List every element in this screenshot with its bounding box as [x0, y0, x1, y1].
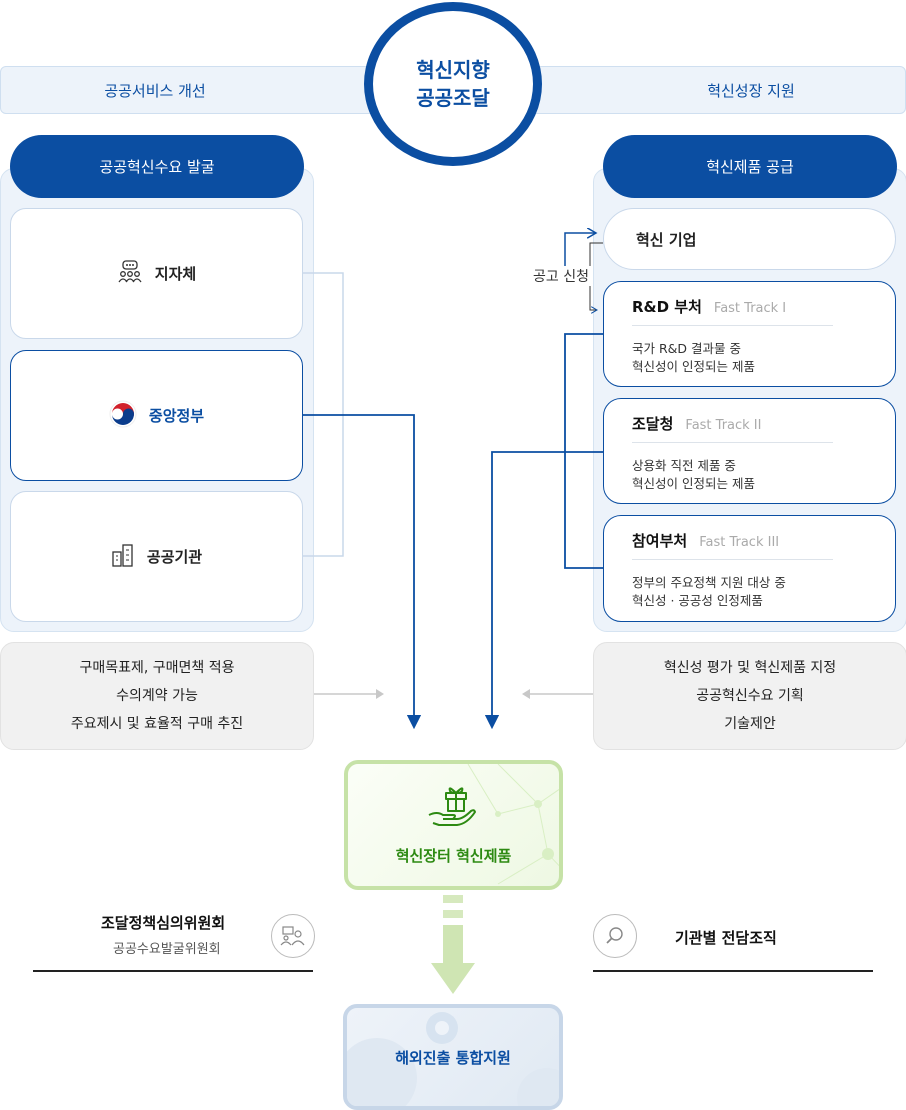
- track-desc-line: 정부의 주요정책 지원 대상 중: [632, 575, 786, 590]
- policy-committee-row: 조달정책심의위원회 공공수요발굴위원회: [33, 910, 315, 972]
- track-divider: [632, 325, 833, 326]
- local-government-card: 지자체: [10, 208, 303, 339]
- central-government-label: 중앙정부: [148, 407, 205, 425]
- network-decoration: [467, 764, 559, 885]
- innovation-market-label: 혁신장터 혁신제품: [395, 846, 512, 865]
- overseas-support-label: 해외진출 통합지원: [395, 1048, 511, 1067]
- innovation-growth-bar: 혁신성장 지원: [486, 66, 906, 114]
- globe-decoration: [347, 1012, 559, 1106]
- notice-application-label: 공고 신청: [531, 266, 591, 286]
- gift-hand-icon: [427, 785, 481, 831]
- policy-committee-subtitle: 공공수요발굴위원회: [113, 942, 221, 957]
- innovation-growth-label: 혁신성장 지원: [707, 81, 795, 100]
- dedicated-org-title: 기관별 전담조직: [675, 929, 777, 947]
- policy-committee-title: 조달정책심의위원회: [101, 914, 226, 932]
- track-divider: [632, 442, 833, 443]
- track-desc-line: 국가 R&D 결과물 중: [632, 341, 741, 356]
- buildings-icon: [111, 542, 135, 572]
- benefit-line: 수의계약 가능: [116, 688, 198, 704]
- public-institution-label: 공공기관: [146, 548, 203, 566]
- track-desc-line: 상용화 직전 제품 중: [632, 458, 736, 473]
- demand-discovery-label: 공공혁신수요 발굴: [99, 158, 215, 176]
- innovation-market-box: 혁신장터 혁신제품: [344, 760, 563, 890]
- public-service-label: 공공서비스 개선: [104, 81, 206, 100]
- track-title: 참여부처: [632, 532, 688, 550]
- track-subtitle: Fast Track II: [685, 418, 762, 433]
- track-description: 정부의 주요정책 지원 대상 중 혁신성 · 공공성 인정제품: [632, 574, 786, 610]
- innovation-evaluation-box: 혁신성 평가 및 혁신제품 지정 공공혁신수요 기획 기술제안: [593, 642, 906, 750]
- taegeuk-emblem-icon: [109, 400, 137, 432]
- dedicated-org-row: 기관별 전담조직: [593, 910, 873, 972]
- track-title: R&D 부처: [632, 298, 702, 316]
- people-group-icon: [117, 259, 143, 288]
- track-desc-line: 혁신성이 인정되는 제품: [632, 476, 755, 491]
- track-subtitle: Fast Track I: [713, 301, 787, 316]
- procurement-benefits-box: 구매목표제, 구매면책 적용 수의계약 가능 주요제시 및 효율적 구매 추진: [0, 642, 314, 750]
- product-supply-label: 혁신제품 공급: [706, 158, 794, 176]
- evaluation-line: 기술제안: [724, 716, 776, 732]
- benefit-line: 주요제시 및 효율적 구매 추진: [70, 716, 244, 732]
- overseas-support-box: 해외진출 통합지원: [343, 1004, 563, 1110]
- center-title-line1: 혁신지향: [416, 58, 490, 82]
- center-title-circle: 혁신지향 공공조달: [364, 2, 542, 166]
- public-institution-card: 공공기관: [10, 491, 303, 622]
- benefit-line: 구매목표제, 구매면책 적용: [79, 660, 235, 676]
- track-divider: [632, 559, 833, 560]
- evaluation-line: 혁신성 평가 및 혁신제품 지정: [663, 660, 837, 676]
- track-subtitle: Fast Track III: [699, 535, 780, 550]
- track-desc-line: 혁신성 · 공공성 인정제품: [632, 593, 763, 608]
- meeting-icon: [271, 914, 315, 958]
- center-title-line2: 공공조달: [416, 86, 490, 110]
- central-government-card: 중앙정부: [10, 350, 303, 481]
- track-card-pps: 조달청 Fast Track II 상용화 직전 제품 중 혁신성이 인정되는 …: [603, 398, 896, 504]
- track-description: 국가 R&D 결과물 중 혁신성이 인정되는 제품: [632, 340, 755, 376]
- product-supply-header: 혁신제품 공급: [603, 135, 897, 198]
- search-icon: [593, 914, 637, 958]
- track-title: 조달청: [632, 415, 674, 433]
- evaluation-line: 공공혁신수요 기획: [696, 688, 804, 704]
- track-desc-line: 혁신성이 인정되는 제품: [632, 359, 755, 374]
- demand-discovery-header: 공공혁신수요 발굴: [10, 135, 304, 198]
- local-government-label: 지자체: [154, 265, 197, 283]
- track-card-rnd: R&D 부처 Fast Track I 국가 R&D 결과물 중 혁신성이 인정…: [603, 281, 896, 387]
- innovative-company-card: 혁신 기업: [603, 208, 896, 270]
- innovative-company-label: 혁신 기업: [636, 230, 697, 249]
- track-description: 상용화 직전 제품 중 혁신성이 인정되는 제품: [632, 457, 755, 493]
- public-service-bar: 공공서비스 개선: [0, 66, 420, 114]
- track-card-ministry: 참여부처 Fast Track III 정부의 주요정책 지원 대상 중 혁신성…: [603, 515, 896, 622]
